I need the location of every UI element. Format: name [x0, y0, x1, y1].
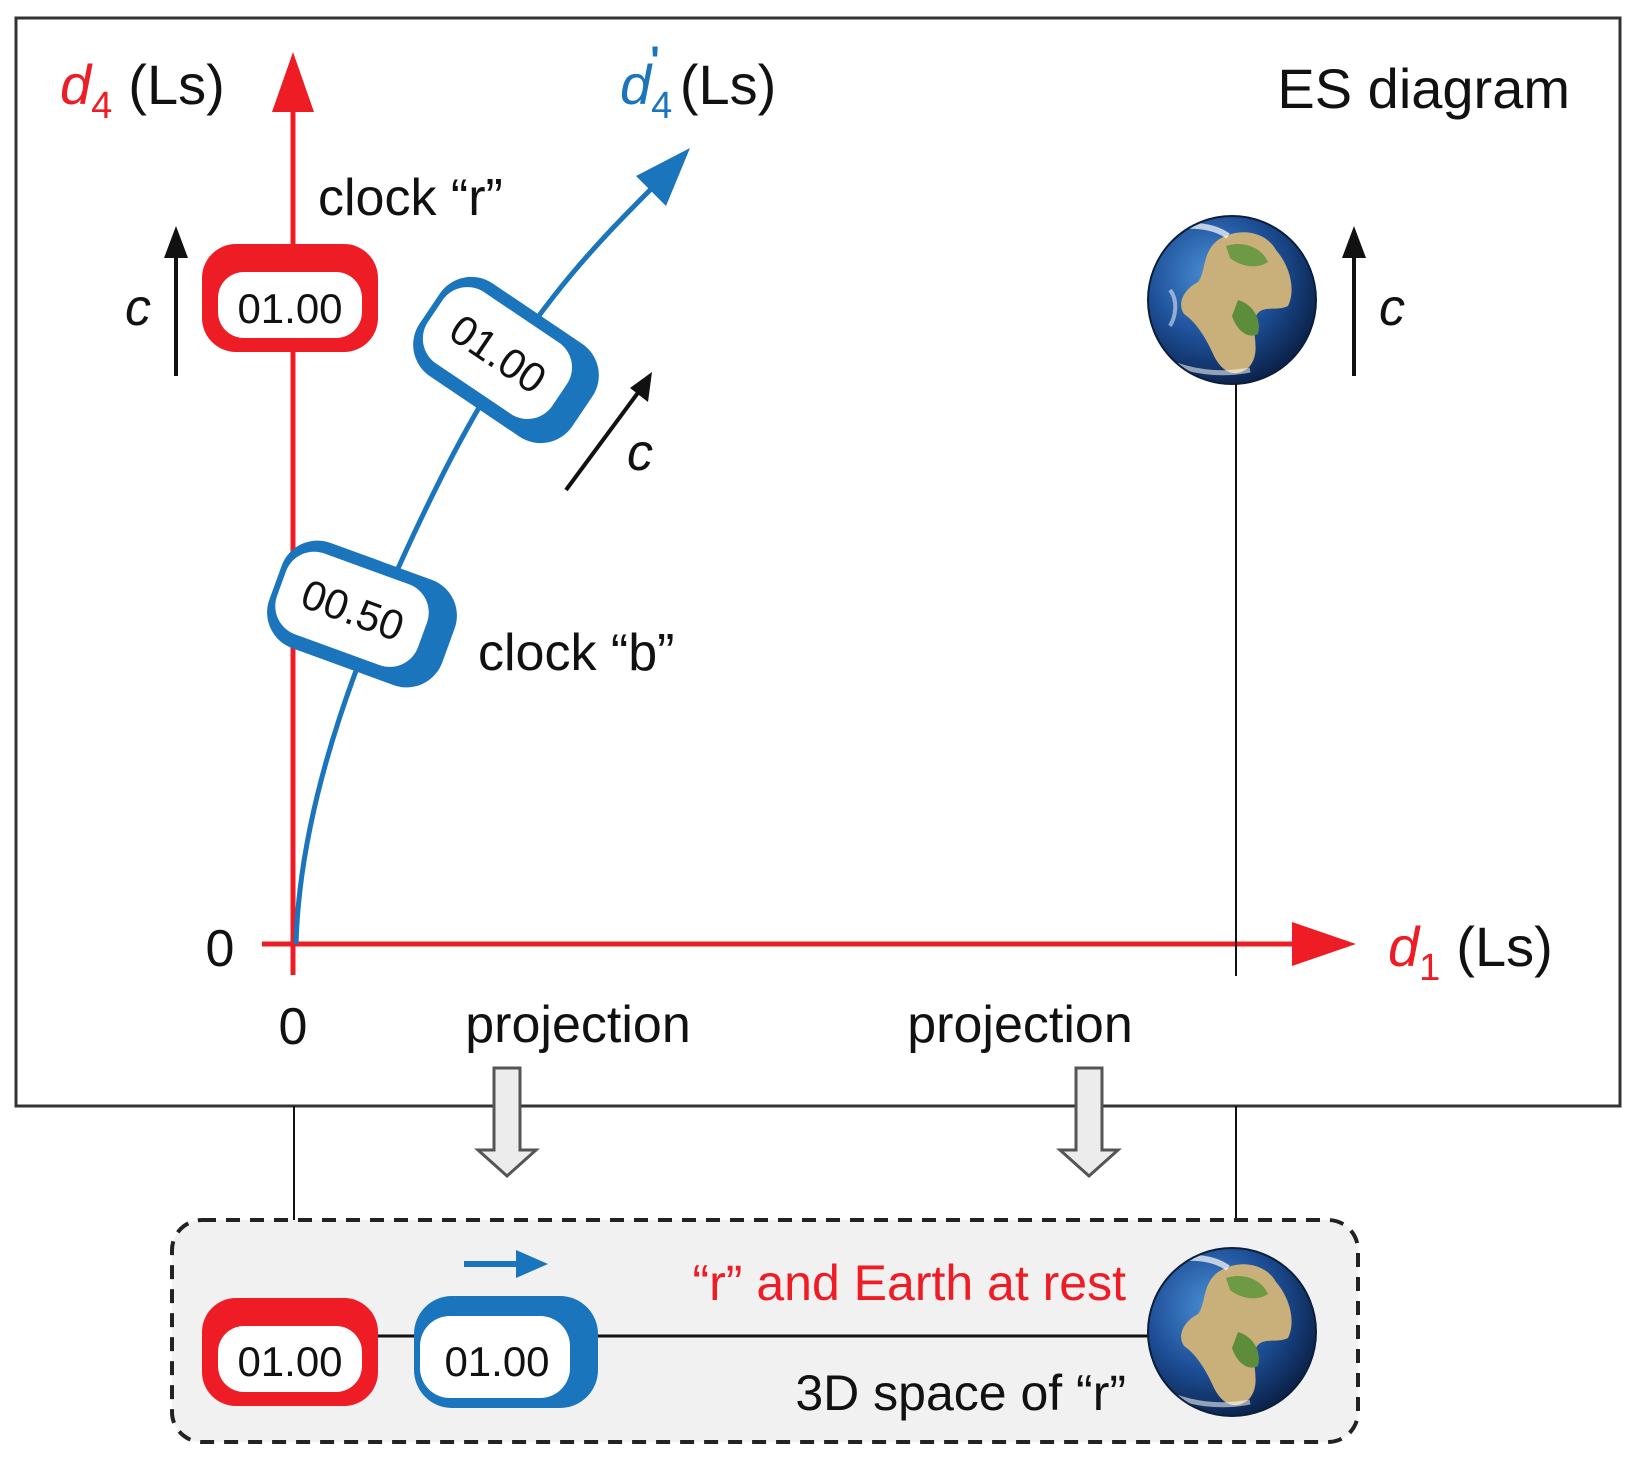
clock-b-lower: 00.50: [267, 540, 457, 688]
velocity-arrow-icon: [1342, 226, 1366, 376]
blue-clock-velocity-label: c: [627, 424, 653, 482]
clock-b-label: clock “b”: [478, 624, 674, 682]
projection-arrow-icon: [1056, 1066, 1122, 1179]
red-clock-velocity-label: c: [125, 279, 151, 337]
d4-axis-arrowhead: [272, 52, 314, 112]
velocity-arrow-icon: [164, 226, 188, 376]
diagram-title: ES diagram: [1277, 57, 1570, 120]
origin-x-label: 0: [279, 998, 308, 1056]
earth-globe-icon: [1147, 215, 1317, 385]
earth-velocity-label: c: [1379, 279, 1405, 337]
d4-prime-worldline: [293, 178, 662, 945]
d4-prime-arrowhead: [636, 148, 690, 206]
projection-label-right: projection: [907, 996, 1132, 1054]
velocity-arrow-icon: [564, 372, 652, 492]
clock-b-upper: 01.00: [413, 276, 599, 444]
d1-axis-label: d1(Ls): [1388, 915, 1553, 989]
space-text: 3D space of “r”: [795, 1365, 1126, 1421]
space-clock-b: 01.00: [414, 1296, 598, 1408]
origin-y-label: 0: [206, 920, 235, 978]
clock-r-reading: 01.00: [237, 285, 342, 332]
projection-arrow-icon: [474, 1066, 540, 1179]
d4-prime-axis-label: d4'(Ls): [620, 39, 776, 127]
clock-r-label: clock “r”: [318, 169, 503, 227]
space-clock-r-reading: 01.00: [237, 1338, 342, 1385]
d1-axis-arrowhead: [1292, 922, 1356, 966]
earth-globe-icon: [1147, 1247, 1317, 1417]
space-clock-r: 01.00: [202, 1298, 378, 1406]
d4-axis-label: d4(Ls): [60, 53, 225, 127]
projection-label-left: projection: [465, 996, 690, 1054]
clock-r: 01.00: [202, 244, 378, 352]
rest-text: “r” and Earth at rest: [693, 1255, 1127, 1311]
space-clock-b-reading: 01.00: [444, 1338, 549, 1385]
motion-arrow-icon: [464, 1250, 548, 1278]
